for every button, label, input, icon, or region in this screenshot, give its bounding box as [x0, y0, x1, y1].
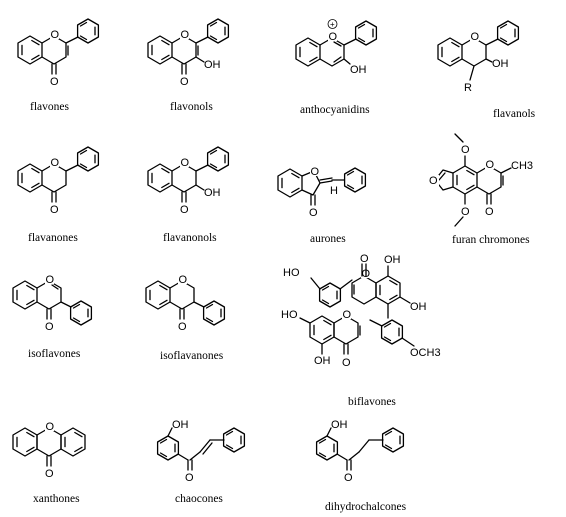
upper-carbonyl-oxygen: O: [360, 253, 369, 265]
methoxy-top-oxygen: O: [461, 144, 470, 156]
caption-furan-chromones: furan chromones: [452, 234, 530, 246]
flavanonols-structure: O O OH: [147, 146, 230, 216]
methyl-label: CH3: [511, 160, 533, 172]
caption-flavanonols: flavanonols: [163, 232, 217, 244]
caption-chaocones: chaocones: [175, 493, 223, 505]
anthocyanidins-structure: O + OH: [295, 19, 378, 76]
caption-aurones: aurones: [310, 233, 346, 245]
carbonyl-oxygen-label: O: [178, 321, 187, 333]
lower-hydroxyl-bottom: OH: [314, 355, 331, 367]
hydroxyl-label: OH: [204, 187, 221, 199]
flavanols-structure: O OH R: [437, 20, 520, 94]
carbonyl-oxygen-label: O: [309, 207, 318, 219]
hydroxyl-label: OH: [204, 59, 221, 71]
hydroxyl-label: OH: [492, 58, 509, 70]
oxygen-label: O: [46, 421, 55, 433]
carbonyl-oxygen-label: O: [185, 472, 194, 484]
carbonyl-oxygen-label: O: [485, 206, 494, 218]
r-group-label: R: [464, 82, 472, 94]
xanthones-structure: O O: [12, 420, 86, 480]
oxygen-label: O: [46, 274, 55, 286]
flavonols-structure: O O OH: [147, 18, 230, 88]
oxygen-label: O: [51, 157, 60, 169]
chaocones-structure: OH O: [156, 419, 246, 484]
oxygen-label: O: [329, 31, 338, 43]
methoxy-label: OCH3: [410, 347, 441, 359]
aurones-structure: O H O: [277, 165, 367, 219]
hydroxyl-label: OH: [172, 419, 189, 431]
oxygen-label: O: [311, 166, 320, 178]
isoflavones-structure: O O: [12, 273, 93, 333]
furan-oxygen-label: O: [429, 175, 438, 187]
carbonyl-oxygen-label: O: [344, 472, 353, 484]
hydroxyl-label: OH: [331, 419, 348, 431]
caption-xanthones: xanthones: [33, 493, 80, 505]
oxygen-label: O: [179, 274, 188, 286]
carbonyl-oxygen-label: O: [45, 468, 54, 480]
caption-flavanols: flavanols: [493, 108, 536, 120]
upper-hydroxyl-right: OH: [410, 301, 427, 313]
carbonyl-oxygen-label: O: [50, 76, 59, 88]
caption-flavones: flavones: [30, 101, 69, 113]
caption-flavanones: flavanones: [28, 232, 78, 244]
hydroxyl-left-label: HO: [283, 267, 300, 279]
flavones-structure: O O: [17, 18, 100, 88]
lower-oxygen-label: O: [343, 309, 352, 321]
carbonyl-oxygen-label: O: [180, 204, 189, 216]
isoflavanones-structure: O O: [145, 273, 226, 333]
dihydrochalcones-structure: OH O: [315, 419, 405, 484]
caption-anthocyanidins: anthocyanidins: [300, 104, 370, 116]
lower-carbonyl-oxygen: O: [342, 357, 351, 369]
caption-flavonols: flavonols: [170, 101, 213, 113]
pyran-oxygen-label: O: [486, 159, 495, 171]
biflavones-structure: HO O O OH OH OCH3 O HO: [281, 253, 441, 369]
furan-chromones-structure: O O CH3 O O O: [429, 133, 533, 227]
carbonyl-oxygen-label: O: [50, 204, 59, 216]
carbonyl-oxygen-label: O: [45, 321, 54, 333]
caption-biflavones: biflavones: [348, 396, 396, 408]
hydrogen-label: H: [330, 185, 338, 197]
methoxy-bottom-oxygen: O: [461, 206, 470, 218]
hydroxyl-label: OH: [350, 64, 367, 76]
caption-isoflavanones: isoflavanones: [160, 350, 224, 362]
lower-hydroxyl-left: HO: [281, 309, 298, 321]
caption-dihydrochalcones: dihydrochalcones: [325, 501, 407, 513]
oxygen-label: O: [471, 31, 480, 43]
oxygen-label: O: [51, 29, 60, 41]
caption-isoflavones: isoflavones: [28, 348, 81, 360]
upper-hydroxyl-top: OH: [384, 254, 401, 266]
oxygen-label: O: [181, 29, 190, 41]
carbonyl-oxygen-label: O: [180, 76, 189, 88]
flavanones-structure: O O: [17, 146, 100, 216]
positive-charge-label: +: [330, 20, 335, 29]
oxygen-label: O: [181, 157, 190, 169]
